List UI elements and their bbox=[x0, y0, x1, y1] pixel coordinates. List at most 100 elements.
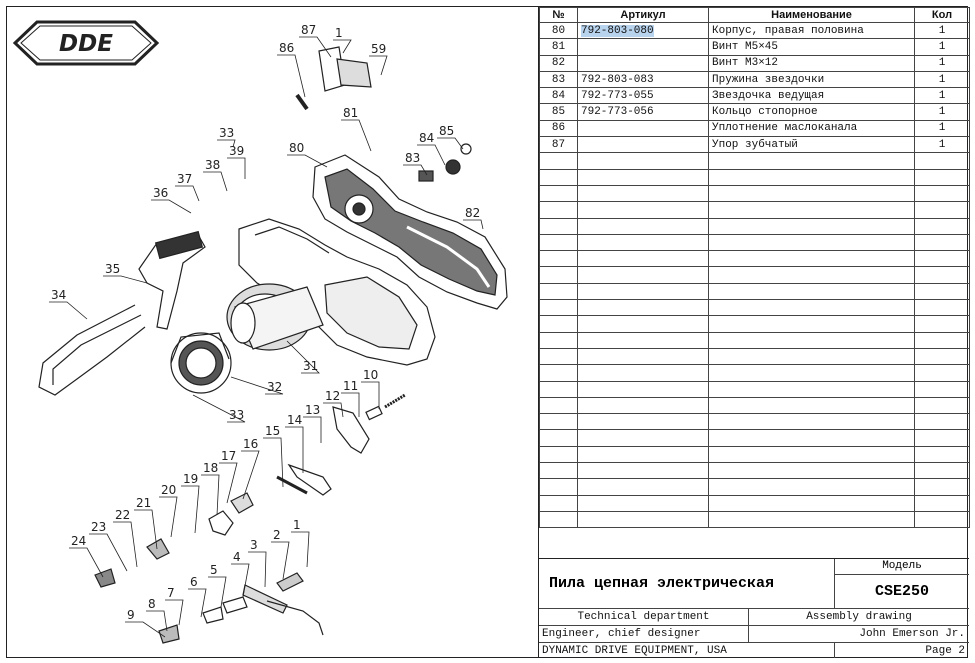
callout-leader bbox=[361, 381, 380, 409]
engineer-name: John Emerson Jr. bbox=[859, 628, 965, 640]
callout-label: 7 bbox=[167, 586, 175, 600]
table-row: 85 792-773-056 Кольцо стопорное 1 bbox=[539, 103, 970, 121]
row-name: Уплотнение маслоканала bbox=[708, 119, 915, 138]
empty-cell bbox=[577, 364, 709, 382]
callout-leader bbox=[303, 416, 322, 443]
logo-text: DDE bbox=[59, 31, 113, 57]
callout-leader bbox=[291, 531, 310, 568]
callout-leader bbox=[165, 599, 184, 626]
callout-leader bbox=[219, 462, 238, 504]
empty-cell bbox=[577, 233, 709, 252]
table-row: 82 Винт M3×12 1 bbox=[539, 54, 970, 72]
callout-leader bbox=[241, 450, 260, 500]
empty-cell bbox=[914, 266, 970, 284]
callout-label: 32 bbox=[267, 380, 282, 394]
callout-leader bbox=[181, 485, 200, 534]
model-label: Модель bbox=[835, 559, 969, 575]
table-row: 83 792-803-083 Пружина звездочки 1 bbox=[539, 70, 970, 89]
table-row: 86 Уплотнение маслоканала 1 bbox=[539, 119, 970, 138]
callout-leader bbox=[341, 119, 372, 152]
empty-cell bbox=[914, 396, 970, 415]
empty-cell bbox=[539, 184, 578, 203]
empty-cell bbox=[708, 478, 915, 496]
table-row-empty bbox=[539, 201, 970, 219]
callout-leader bbox=[134, 509, 158, 550]
callout-leader bbox=[231, 563, 250, 598]
empty-cell bbox=[708, 217, 915, 235]
callout-leader bbox=[286, 340, 320, 374]
table-row-empty bbox=[539, 184, 970, 203]
callout-leader bbox=[203, 171, 228, 192]
header-qty: Кол bbox=[914, 7, 970, 23]
row-article bbox=[577, 119, 709, 138]
callout-label: 19 bbox=[183, 472, 198, 486]
empty-cell bbox=[577, 152, 709, 170]
callout-leader bbox=[201, 474, 220, 516]
empty-cell bbox=[539, 282, 578, 301]
empty-cell bbox=[708, 380, 915, 398]
empty-cell bbox=[914, 250, 970, 268]
callout-label: 17 bbox=[221, 449, 236, 463]
callout-leader bbox=[299, 36, 332, 58]
empty-cell bbox=[539, 396, 578, 415]
table-row-empty bbox=[539, 510, 970, 529]
title-row-company: DYNAMIC DRIVE EQUIPMENT, USA Page 2 bbox=[539, 642, 969, 658]
callout-label: 85 bbox=[439, 124, 454, 138]
row-num: 87 bbox=[539, 136, 578, 154]
table-row-empty bbox=[539, 380, 970, 398]
callout-label: 14 bbox=[287, 413, 302, 427]
callout-label: 4 bbox=[233, 550, 241, 564]
empty-cell bbox=[708, 250, 915, 268]
empty-cell bbox=[914, 331, 970, 349]
row-name: Звездочка ведущая bbox=[708, 87, 915, 105]
empty-cell bbox=[914, 152, 970, 170]
callout-leader bbox=[271, 541, 290, 580]
callout-leader bbox=[103, 275, 148, 284]
row-name: Корпус, правая половина bbox=[708, 21, 915, 40]
engineer-role: Engineer, chief designer bbox=[539, 626, 749, 642]
callout-leader bbox=[333, 39, 352, 54]
sprocket-group bbox=[418, 143, 472, 182]
callout-label: 24 bbox=[71, 534, 86, 548]
row-name: Упор зубчатый bbox=[708, 136, 915, 154]
empty-cell bbox=[577, 396, 709, 415]
row-name: Кольцо стопорное bbox=[708, 103, 915, 121]
empty-cell bbox=[577, 201, 709, 219]
callout-leader bbox=[417, 144, 446, 166]
table-row-empty bbox=[539, 152, 970, 170]
exploded-view-drawing: DDE bbox=[7, 7, 539, 657]
callout-leader bbox=[263, 437, 284, 488]
callout-leader bbox=[159, 496, 178, 538]
table-row: 80 792-803-080 Корпус, правая половина 1 bbox=[539, 21, 970, 40]
empty-cell bbox=[914, 184, 970, 203]
callout-label: 33 bbox=[229, 408, 244, 422]
empty-cell bbox=[577, 282, 709, 301]
row-qty: 1 bbox=[914, 38, 970, 56]
callout-label: 11 bbox=[343, 379, 358, 393]
table-row-empty bbox=[539, 494, 970, 512]
row-article-highlight: 792-803-080 bbox=[581, 24, 654, 37]
callout-label: 16 bbox=[243, 437, 258, 451]
callout-leader bbox=[89, 533, 128, 572]
empty-cell bbox=[914, 510, 970, 529]
callout-label: 9 bbox=[127, 608, 135, 622]
row-name: Пружина звездочки bbox=[708, 70, 915, 89]
empty-cell bbox=[914, 315, 970, 333]
empty-cell bbox=[914, 429, 970, 447]
table-row-empty bbox=[539, 445, 970, 464]
empty-cell bbox=[708, 396, 915, 415]
row-article[interactable]: 792-803-080 bbox=[577, 21, 709, 40]
row-qty: 1 bbox=[914, 21, 970, 40]
callout-label: 6 bbox=[190, 575, 198, 589]
callout-label: 5 bbox=[210, 563, 218, 577]
empty-cell bbox=[539, 299, 578, 317]
empty-cell bbox=[708, 331, 915, 349]
empty-cell bbox=[577, 429, 709, 447]
product-title: Пила цепная электрическая bbox=[539, 559, 835, 608]
callout-leader bbox=[151, 199, 192, 214]
empty-cell bbox=[708, 266, 915, 284]
company-name: DYNAMIC DRIVE EQUIPMENT, USA bbox=[539, 643, 835, 658]
empty-cell bbox=[577, 510, 709, 529]
callout-leader bbox=[113, 521, 138, 568]
row-article bbox=[577, 136, 709, 154]
